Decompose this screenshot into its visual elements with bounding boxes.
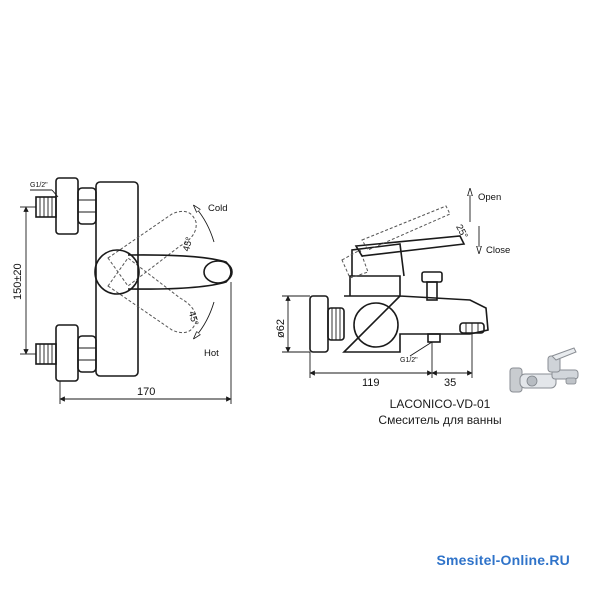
spout-dim-text: 35	[444, 377, 456, 389]
thread-label-top: G1/2"	[30, 182, 48, 189]
width-dim-text: 170	[137, 386, 155, 398]
bottom-connector	[35, 324, 97, 382]
site-watermark: Smesitel-Online.RU	[436, 552, 570, 568]
top-connector	[35, 177, 97, 235]
side-view: G1/2" Open Close 25° ø62 119 35	[275, 192, 510, 389]
angle-down-label: 45°	[186, 310, 200, 327]
angle-up-label: 45°	[181, 236, 195, 253]
diverter-knob	[421, 271, 443, 283]
lever-cold-position	[107, 210, 197, 287]
handle	[94, 249, 233, 295]
product-photo	[509, 347, 579, 393]
product-description: Смеситель для ванны	[378, 413, 502, 427]
close-label: Close	[486, 245, 510, 256]
model-code: LACONICO-VD-01	[389, 397, 491, 411]
wall-flange	[309, 295, 329, 353]
side-lever-open	[361, 205, 451, 251]
cold-label: Cold	[208, 203, 228, 214]
hot-label: Hot	[204, 348, 219, 359]
side-lever	[354, 235, 466, 257]
open-label: Open	[478, 192, 501, 203]
mixer-body	[95, 181, 139, 377]
thread-label-outlet: G1/2"	[400, 357, 418, 364]
depth-dimensions: 119 35	[309, 334, 473, 389]
cartridge-cap	[353, 302, 399, 348]
front-view: Cold Hot 45° 45° G1/2" 150±20 170	[12, 177, 233, 404]
lever-angle-label: 25°	[453, 223, 470, 241]
diameter-dim-text: ø62	[275, 319, 287, 338]
height-dimension: 150±20	[12, 206, 36, 355]
cold-arrow	[196, 208, 215, 243]
diameter-dimension: ø62	[275, 295, 310, 353]
side-body	[342, 275, 489, 353]
hot-arrow	[196, 301, 215, 336]
depth-dim-text: 119	[362, 377, 380, 389]
height-dim-text: 150±20	[12, 263, 24, 300]
lever-hot-position	[107, 257, 197, 334]
width-dimension: 170	[59, 282, 232, 404]
